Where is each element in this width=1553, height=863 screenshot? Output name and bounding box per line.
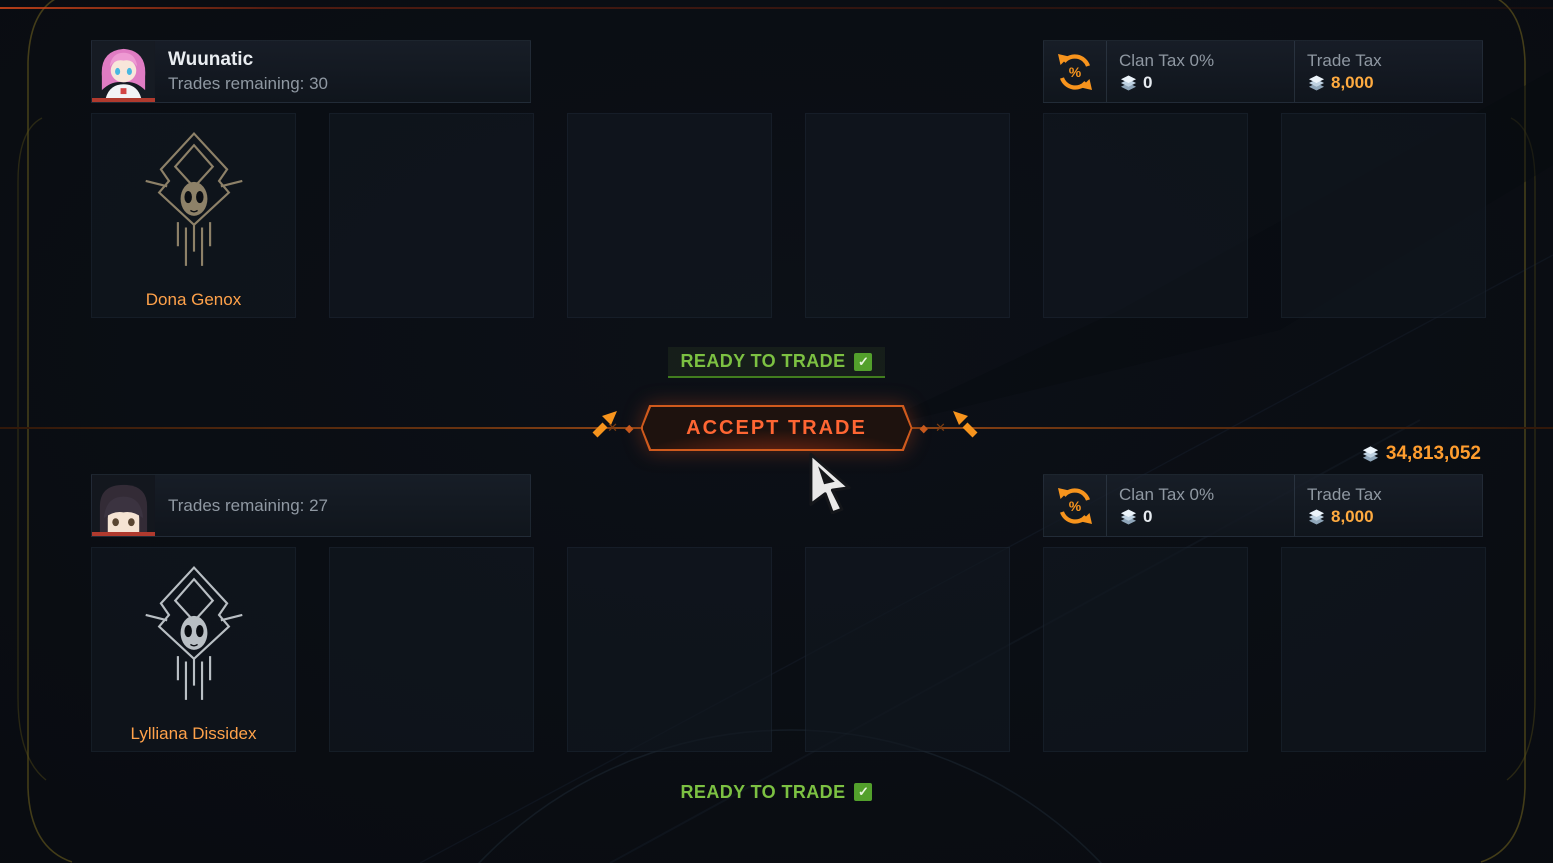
credits-icon: [1119, 509, 1138, 525]
credits-icon: [1307, 75, 1326, 91]
clan-tax-value-bottom: 0: [1119, 507, 1294, 527]
trades-remaining-bottom: Trades remaining: 27: [168, 495, 329, 515]
accept-trade-button[interactable]: ACCEPT TRADE: [640, 405, 913, 451]
trade-slots-bottom: Lylliana Dissidex: [91, 547, 1486, 752]
tax-icon-zone-bottom: %: [1044, 475, 1106, 536]
avatar-wuunatic-image: [92, 41, 155, 98]
player-info-top: Wuunatic Trades remaining: 30: [91, 40, 531, 103]
trade-slot-bottom-6[interactable]: [1281, 547, 1486, 752]
tax-bar-bottom: % Clan Tax 0% 0 Trade Tax 8,000: [1043, 474, 1483, 537]
top-accent-line: [0, 7, 1553, 9]
avatar-underline: [92, 532, 155, 536]
accept-row: ✕ ◆ ACCEPT TRADE ◆ ✕: [0, 405, 1553, 451]
trade-slot-top-5[interactable]: [1043, 113, 1248, 318]
trade-slot-top-6[interactable]: [1281, 113, 1486, 318]
trade-slot-top-3[interactable]: [567, 113, 772, 318]
clan-tax-zone-bottom: Clan Tax 0% 0: [1106, 475, 1294, 536]
clan-tax-zone-top: Clan Tax 0% 0: [1106, 41, 1294, 102]
credits-total-value: 34,813,052: [1385, 443, 1481, 464]
trade-slot-top-2[interactable]: [329, 113, 534, 318]
diamond-mark-icon: ◆: [919, 422, 928, 435]
ready-label-bottom: READY TO TRADE: [680, 781, 846, 802]
tax-cycle-icon: %: [1054, 485, 1096, 527]
avatar-lylliana: [92, 475, 155, 536]
ready-checkbox-top[interactable]: ✓: [854, 352, 873, 371]
trade-slot-top-1[interactable]: Dona Genox: [91, 113, 296, 318]
player-text-top: Wuunatic Trades remaining: 30: [155, 41, 328, 102]
item-sigil-icon: [135, 130, 253, 282]
credits-total: 34,813,052: [1361, 443, 1481, 465]
trade-tax-zone-bottom: Trade Tax 8,000: [1294, 475, 1482, 536]
ready-checkbox-bottom[interactable]: ✓: [854, 783, 873, 801]
accept-button-face: ACCEPT TRADE: [642, 407, 911, 449]
trade-tax-value-bottom: 8,000: [1307, 507, 1482, 527]
player-info-bottom: Trades remaining: 27: [91, 474, 531, 537]
percent-glyph: %: [1068, 497, 1082, 514]
avatar-wuunatic: [92, 41, 155, 102]
trades-remaining-top: Trades remaining: 30: [168, 74, 329, 93]
credits-icon: [1361, 445, 1380, 463]
avatar-underline: [92, 98, 155, 102]
trade-tax-value-top: 8,000: [1307, 73, 1482, 93]
trade-tax-amount-bottom: 8,000: [1331, 506, 1374, 526]
credits-icon: [1307, 509, 1326, 525]
clan-tax-value-top: 0: [1119, 73, 1294, 93]
trade-slot-bottom-3[interactable]: [567, 547, 772, 752]
item-name: Lylliana Dissidex: [130, 724, 257, 743]
percent-glyph: %: [1068, 63, 1082, 80]
trade-slot-bottom-2[interactable]: [329, 547, 534, 752]
trade-slot-bottom-5[interactable]: [1043, 547, 1248, 752]
ready-status-bottom: READY TO TRADE ✓: [681, 779, 873, 805]
clan-tax-amount-top: 0: [1143, 72, 1153, 92]
cross-mark-icon: ✕: [607, 420, 619, 435]
trade-tax-label-top: Trade Tax: [1307, 50, 1382, 70]
tax-icon-zone-top: %: [1044, 41, 1106, 102]
avatar-lylliana-image: [92, 475, 155, 532]
player-name-top: Wuunatic: [168, 49, 254, 70]
trade-slot-top-4[interactable]: [805, 113, 1010, 318]
trade-slot-bottom-1[interactable]: Lylliana Dissidex: [91, 547, 296, 752]
item-name: Dona Genox: [145, 290, 242, 309]
ready-status-top: READY TO TRADE ✓: [667, 347, 886, 378]
diamond-mark-icon: ◆: [625, 422, 634, 435]
tax-cycle-icon: %: [1054, 51, 1096, 93]
tax-bar-top: % Clan Tax 0% 0 Trade Tax 8,000: [1043, 40, 1483, 103]
cross-mark-icon: ✕: [934, 420, 946, 435]
credits-icon: [1119, 75, 1138, 91]
trade-slot-bottom-4[interactable]: [805, 547, 1010, 752]
ready-label-top: READY TO TRADE: [680, 351, 846, 371]
trade-tax-amount-top: 8,000: [1331, 72, 1374, 92]
clan-tax-amount-bottom: 0: [1143, 506, 1153, 526]
trade-slots-top: Dona Genox: [91, 113, 1486, 318]
clan-tax-label-top: Clan Tax 0%: [1119, 50, 1215, 70]
checkmark-icon: ✓: [858, 353, 869, 369]
item-sigil-icon: [135, 564, 253, 716]
accept-button-label: ACCEPT TRADE: [686, 416, 867, 439]
checkmark-icon: ✓: [858, 784, 869, 799]
clan-tax-label-bottom: Clan Tax 0%: [1119, 484, 1215, 504]
accept-button-wrap: ACCEPT TRADE: [640, 405, 913, 451]
player-text-bottom: Trades remaining: 27: [155, 475, 328, 536]
trade-tax-zone-top: Trade Tax 8,000: [1294, 41, 1482, 102]
trade-tax-label-bottom: Trade Tax: [1307, 484, 1382, 504]
